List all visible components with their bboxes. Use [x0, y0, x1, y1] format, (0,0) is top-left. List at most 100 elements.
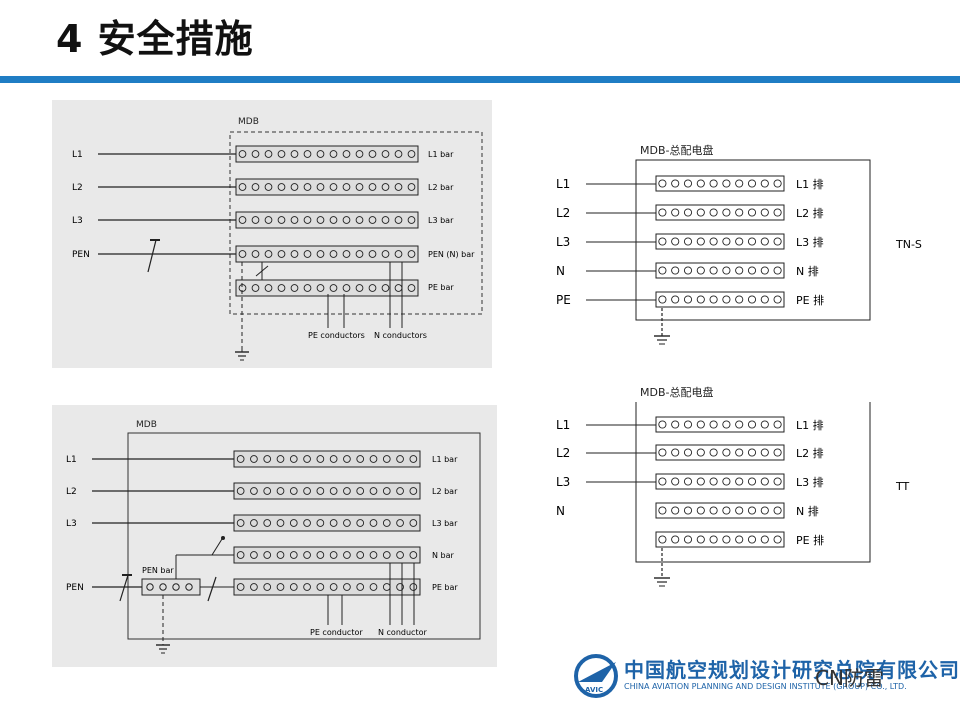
mdb-enclosure — [635, 159, 871, 321]
terminal — [251, 250, 260, 258]
terminal — [671, 179, 680, 188]
bar-label: PE bar — [428, 283, 454, 292]
busbar — [655, 416, 785, 433]
terminal — [722, 237, 731, 246]
tt-schematic: MDB L1 L2 L3 PEN PEN bar L1 bar L2 bar L… — [66, 420, 481, 654]
terminal — [342, 284, 351, 292]
terminal — [735, 477, 744, 486]
terminal — [368, 183, 377, 191]
terminal — [709, 535, 718, 544]
terminal — [329, 250, 338, 258]
terminal — [683, 179, 693, 188]
terminal — [343, 487, 351, 495]
terminal — [276, 519, 285, 527]
terminal — [263, 487, 272, 495]
terminal — [722, 535, 731, 544]
busbar — [655, 175, 785, 192]
terminal — [303, 183, 312, 191]
terminal — [238, 216, 247, 224]
bar-label: L2 bar — [428, 183, 454, 192]
terminal — [264, 250, 273, 258]
left-label-l3: L3 — [66, 519, 77, 529]
terminal — [696, 179, 705, 188]
terminal — [289, 487, 298, 495]
terminal — [277, 250, 286, 258]
terminal — [236, 551, 245, 559]
terminal — [329, 487, 338, 495]
mdb-enclosure — [229, 131, 483, 315]
svg-text:PEN: PEN — [72, 250, 90, 260]
terminal — [290, 150, 299, 158]
terminal — [381, 250, 390, 258]
terminal — [773, 208, 782, 217]
terminal — [238, 183, 247, 191]
terminal — [263, 551, 272, 559]
terminal — [696, 448, 705, 457]
terminal — [250, 487, 258, 495]
terminal — [709, 266, 718, 275]
terminal — [760, 506, 769, 515]
terminal — [658, 208, 667, 217]
terminal — [329, 183, 338, 191]
terminal — [343, 519, 351, 527]
terminal — [696, 266, 705, 275]
busbar — [655, 262, 785, 279]
left-label-l1: L1 — [556, 177, 570, 191]
terminal — [303, 519, 311, 527]
terminal — [316, 150, 325, 158]
left-label-l3: L3 — [556, 475, 570, 489]
tn-c-s-schematic: MDB L1 L2 L3 PEN L1 bar L2 bar L3 bar PE… — [72, 117, 483, 361]
company-name-en: CHINA AVIATION PLANNING AND DESIGN INSTI… — [624, 682, 907, 691]
left-label-n: N — [556, 264, 565, 278]
terminal — [658, 535, 667, 544]
busbar — [235, 211, 419, 229]
terminal — [760, 237, 769, 246]
n-conductor-label: N conductor — [378, 628, 427, 637]
terminal — [356, 583, 365, 591]
terminal — [303, 216, 312, 224]
terminal — [683, 420, 693, 429]
terminal — [289, 519, 298, 527]
terminal — [683, 477, 693, 486]
terminal — [735, 179, 744, 188]
terminal — [263, 519, 272, 527]
svg-text:L2: L2 — [72, 183, 83, 193]
terminal — [276, 487, 285, 495]
busbar — [233, 450, 421, 468]
terminal — [773, 266, 782, 275]
terminal — [409, 487, 418, 495]
terminal — [683, 266, 693, 275]
terminal — [368, 216, 377, 224]
busbar — [235, 145, 419, 163]
terminal — [342, 250, 351, 258]
terminal — [381, 150, 390, 158]
watermark: CN防雷 — [815, 666, 884, 690]
terminal — [735, 420, 744, 429]
terminal — [747, 420, 757, 429]
terminal — [369, 487, 378, 495]
terminal — [683, 208, 693, 217]
bar-label: L1 bar — [428, 150, 454, 159]
terminal — [747, 179, 757, 188]
terminal — [316, 487, 325, 495]
terminal — [735, 535, 744, 544]
terminal — [709, 237, 718, 246]
terminal — [369, 519, 378, 527]
terminal — [747, 266, 757, 275]
terminal — [696, 506, 705, 515]
terminal — [329, 551, 338, 559]
terminal — [683, 535, 693, 544]
terminal — [396, 551, 404, 559]
busbar — [233, 578, 421, 596]
pe-conductors-label: PE conductors — [308, 331, 365, 340]
avic-emblem-icon: AVIC — [574, 654, 618, 698]
terminal — [760, 266, 769, 275]
terminal — [303, 455, 311, 463]
bar-label: L3 排 — [796, 475, 824, 489]
terminal — [343, 551, 351, 559]
terminal — [396, 519, 404, 527]
terminal — [747, 477, 757, 486]
terminal — [369, 455, 378, 463]
terminal — [760, 208, 769, 217]
terminal — [236, 519, 245, 527]
